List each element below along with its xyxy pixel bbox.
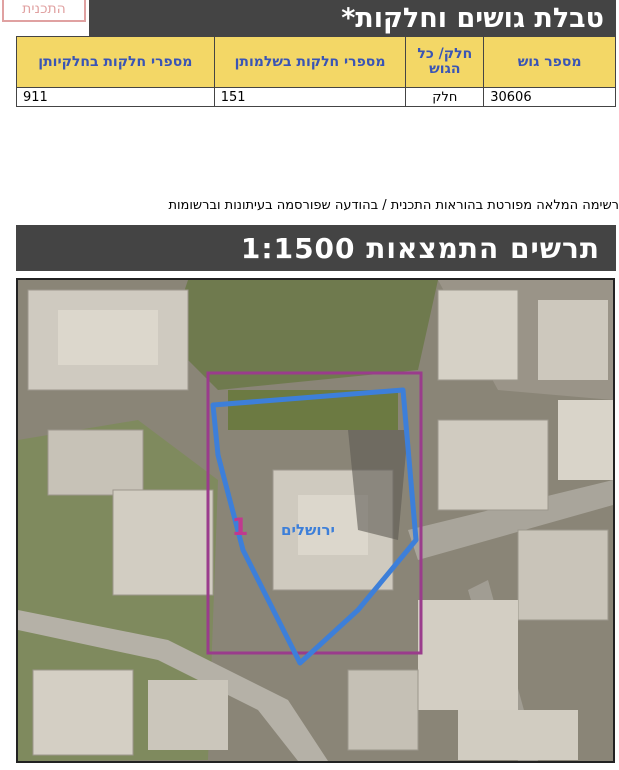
map-plan-number: 1 [232,513,249,541]
aerial-map-svg: ירושלים 1 [18,280,613,761]
header-part-whole: חלק/ כל הגוש [405,36,485,88]
table-title: טבלת גושים וחלקות* [89,0,616,36]
map-city-label: ירושלים [281,521,335,539]
approval-stamp: התכנית [2,0,86,22]
orientation-map: ירושלים 1 [16,278,615,763]
table-row: 30606 חלק 151 911 [16,87,616,107]
cell-part-whole: חלק [405,87,485,107]
plan-title: תרשים התמצאות 1:1500 [16,225,616,271]
cell-block-number: 30606 [483,87,616,107]
plan-boundary [210,387,419,666]
table-header-row: מספר גוש חלק/ כל הגוש מספרי חלקות בשלמות… [16,36,616,88]
blocks-parcels-table: מספר גוש חלק/ כל הגוש מספרי חלקות בשלמות… [16,36,616,107]
header-partial-parcels: מספרי חלקות בחלקיותן [16,36,215,88]
reference-note: רשימה המלאה מפורטת בהוראות התכנית / בהוד… [168,198,619,213]
cell-partial-parcels: 911 [16,87,215,107]
cell-full-parcels: 151 [213,87,407,107]
header-block-number: מספר גוש [483,36,616,88]
header-full-parcels: מספרי חלקות בשלמותן [213,36,407,88]
